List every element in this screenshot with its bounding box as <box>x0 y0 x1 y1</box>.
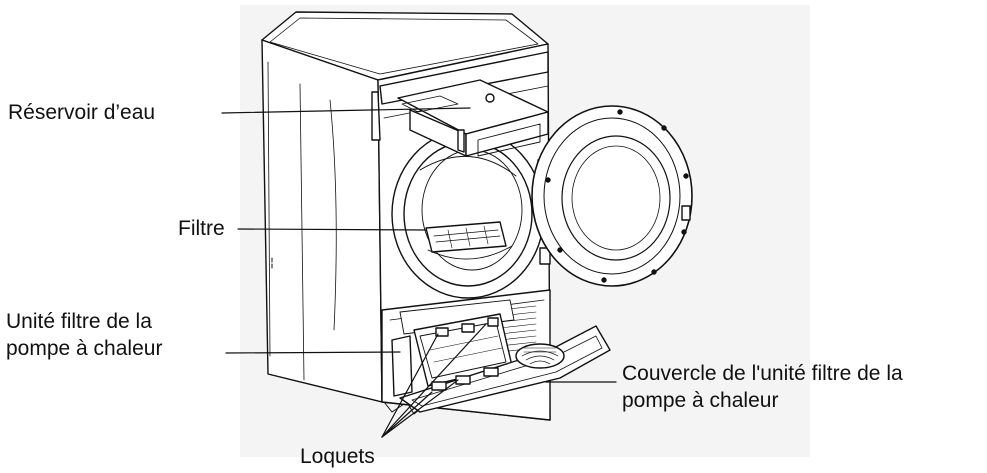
lint-filter <box>425 221 507 253</box>
water-reservoir <box>397 79 549 157</box>
label-heat-pump-filter-unit-line1: Unité filtre de la <box>6 310 152 333</box>
leader-loquet-3 <box>381 323 487 438</box>
open-door <box>531 105 693 287</box>
label-latches: Loquets <box>300 445 375 468</box>
leader-loquet-2 <box>381 379 459 438</box>
label-heat-pump-filter-unit: Unité filtre de la pompe à chaleur <box>6 308 162 362</box>
leader-pompe <box>225 351 401 354</box>
label-heat-pump-filter-unit-line2: pompe à chaleur <box>6 337 163 360</box>
leader-reservoir <box>221 107 471 114</box>
leader-filtre <box>237 228 427 231</box>
leader-loquet-4 <box>381 391 433 438</box>
door-opening <box>391 129 551 299</box>
label-filter: Filtre <box>178 217 225 240</box>
leader-lines <box>221 107 617 438</box>
leader-loquet-1 <box>381 333 439 438</box>
filter-unit-cover <box>399 325 611 413</box>
dryer-side <box>261 39 383 403</box>
label-water-reservoir: Réservoir d’eau <box>8 101 156 124</box>
label-filter-unit-cover: Couvercle de l'unité filtre de la pompe … <box>622 360 903 414</box>
label-filter-unit-cover-line2: pompe à chaleur <box>622 389 779 412</box>
label-filter-unit-cover-line1: Couvercle de l'unité filtre de la <box>622 362 903 385</box>
